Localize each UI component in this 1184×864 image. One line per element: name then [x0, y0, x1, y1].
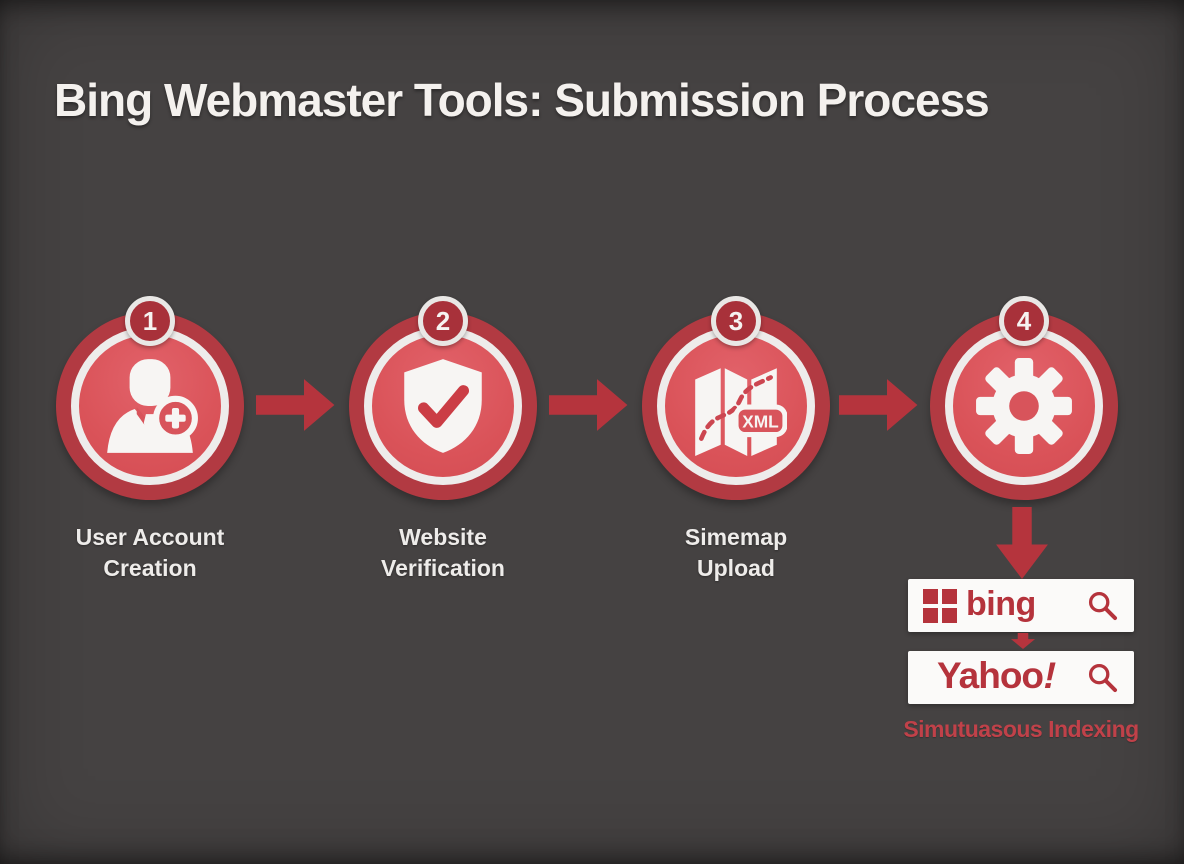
flow-arrow-down — [996, 507, 1048, 579]
step-1-label: User Account Creation — [75, 524, 225, 581]
flow-arrow-right-2 — [549, 379, 628, 431]
flow-arrow-right-3 — [839, 379, 918, 431]
page-title: Bing Webmaster Tools: Submission Process — [54, 74, 990, 126]
bing-search-bar: bing — [908, 579, 1134, 632]
step-1-number-badge: 1 — [125, 296, 175, 346]
yahoo-logo-text: Yahoo! — [937, 655, 1060, 696]
step-3-circle: XML — [642, 312, 830, 500]
bing-grid-logo — [923, 588, 957, 623]
flow-arrow-right-1 — [256, 379, 335, 431]
sitemap-xml-icon: XML — [695, 368, 787, 456]
gear-icon — [976, 358, 1072, 454]
step-number: 1 — [142, 305, 158, 336]
step-3-number-badge: 3 — [711, 296, 761, 346]
step-2-number-badge: 2 — [418, 296, 468, 346]
user-add-icon — [107, 359, 198, 453]
svg-text:XML: XML — [742, 411, 779, 431]
shield-check-icon — [404, 359, 482, 453]
bing-logo-text: bing — [966, 584, 1036, 623]
step-4-number-badge: 4 — [999, 296, 1049, 346]
magnifier-icon — [1088, 663, 1118, 693]
step-number: 3 — [728, 305, 744, 336]
magnifier-icon — [1088, 591, 1118, 621]
step-3-label: Simemap Upload — [684, 524, 788, 581]
simultaneous-indexing-caption: Simutuasous Indexing — [903, 716, 1139, 742]
step-1-circle — [56, 312, 244, 500]
step-2-label: Website Verification — [381, 524, 505, 581]
flow-arrow-down-small — [1011, 633, 1035, 649]
step-number: 4 — [1016, 305, 1032, 336]
step-number: 2 — [435, 305, 451, 336]
yahoo-search-bar: Yahoo! — [908, 651, 1134, 704]
